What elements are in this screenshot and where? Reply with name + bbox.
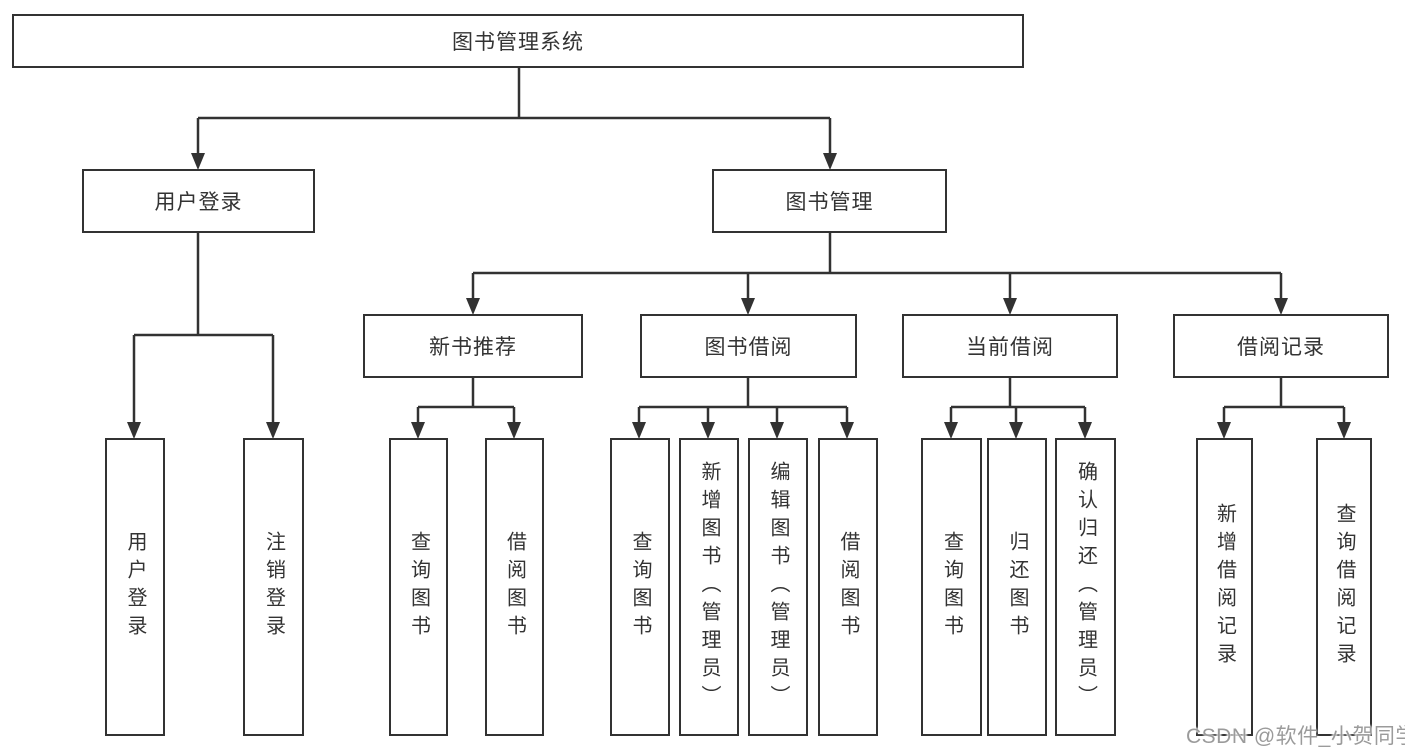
node-leaf-borrow-add-book-admin: 新增图书（管理员）	[679, 438, 739, 736]
node-leaf-user-login-label: 用户登录	[124, 531, 146, 643]
node-leaf-borrow-borrow-book-label: 借阅图书	[837, 531, 859, 643]
node-leaf-logout-label: 注销登录	[262, 531, 285, 643]
node-leaf-borrow-edit-book-admin: 编辑图书（管理员）	[748, 438, 808, 736]
node-leaf-newbooks-query-book: 查询图书	[389, 438, 448, 736]
node-user-login-label: 用户登录	[154, 191, 243, 214]
node-book-management: 图书管理	[712, 169, 947, 233]
node-book-borrow: 图书借阅	[640, 314, 857, 378]
node-book-borrow-label: 图书借阅	[704, 336, 793, 359]
node-borrow-records: 借阅记录	[1173, 314, 1389, 378]
node-borrow-records-label: 借阅记录	[1237, 336, 1325, 359]
node-user-login: 用户登录	[82, 169, 315, 233]
node-leaf-newbooks-query-book-label: 查询图书	[407, 531, 430, 643]
node-root-label: 图书管理系统	[452, 31, 584, 54]
node-leaf-newbooks-borrow-book-label: 借阅图书	[503, 531, 526, 643]
node-leaf-records-query-record: 查询借阅记录	[1316, 438, 1372, 736]
node-current-borrow-label: 当前借阅	[966, 336, 1054, 359]
node-leaf-newbooks-borrow-book: 借阅图书	[485, 438, 544, 736]
node-leaf-logout: 注销登录	[243, 438, 304, 736]
node-leaf-current-confirm-return-admin: 确认归还（管理员）	[1055, 438, 1116, 736]
node-leaf-borrow-borrow-book: 借阅图书	[818, 438, 878, 736]
arrowheads	[127, 153, 1351, 439]
csdn-watermark: CSDN @软件_小贺同学	[1186, 725, 1405, 747]
node-leaf-current-confirm-return-admin-label: 确认归还（管理员）	[1074, 461, 1097, 713]
node-leaf-current-query-book-label: 查询图书	[940, 531, 963, 643]
node-leaf-records-add-record-label: 新增借阅记录	[1213, 503, 1236, 671]
node-leaf-current-return-book: 归还图书	[987, 438, 1047, 736]
node-new-book-recommend-label: 新书推荐	[429, 336, 517, 359]
node-leaf-current-return-book-label: 归还图书	[1006, 531, 1028, 643]
node-leaf-records-query-record-label: 查询借阅记录	[1333, 503, 1355, 671]
node-root: 图书管理系统	[12, 14, 1024, 68]
node-leaf-records-add-record: 新增借阅记录	[1196, 438, 1253, 736]
node-leaf-borrow-add-book-admin-label: 新增图书（管理员）	[698, 461, 720, 713]
node-leaf-user-login: 用户登录	[105, 438, 165, 736]
node-new-book-recommend: 新书推荐	[363, 314, 583, 378]
node-leaf-borrow-query-book-label: 查询图书	[629, 531, 651, 643]
node-leaf-borrow-edit-book-admin-label: 编辑图书（管理员）	[767, 461, 789, 713]
node-book-management-label: 图书管理	[785, 191, 874, 214]
node-leaf-current-query-book: 查询图书	[921, 438, 982, 736]
node-current-borrow: 当前借阅	[902, 314, 1118, 378]
node-leaf-borrow-query-book: 查询图书	[610, 438, 670, 736]
